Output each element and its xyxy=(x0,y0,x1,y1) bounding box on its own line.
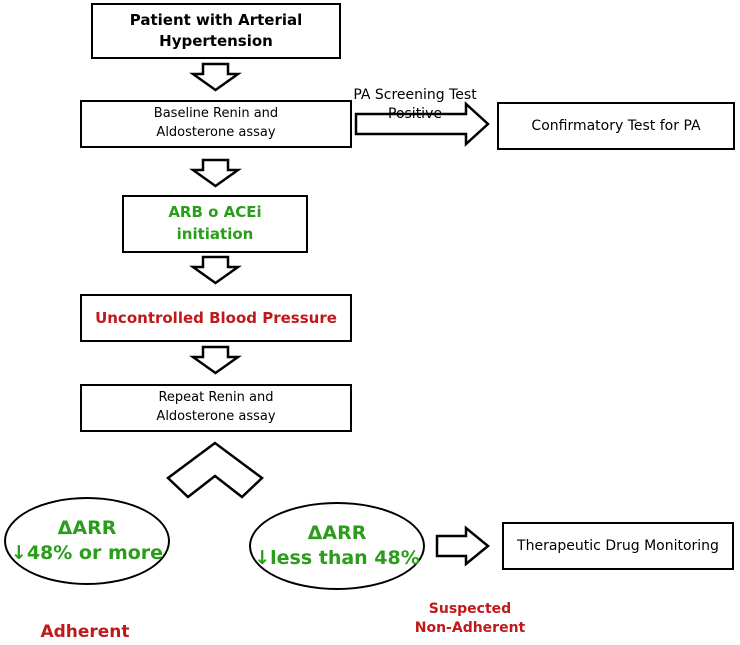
tdm-text: Therapeutic Drug Monitoring xyxy=(517,538,719,554)
pa-screening-label: PA Screening Test Positive xyxy=(340,66,490,125)
pa-screening-text: PA Screening Test Positive xyxy=(353,86,477,123)
uncontrolled-bp-box: Uncontrolled Blood Pressure xyxy=(80,294,352,342)
right-arrow-tdm xyxy=(435,525,490,567)
connector-arrows xyxy=(166,62,490,567)
down-arrow-2 xyxy=(189,158,242,188)
right-arrow-confirmatory xyxy=(354,101,490,147)
baseline-assay-text: Baseline Renin and Aldosterone assay xyxy=(153,106,279,140)
arb-acei-box: ARB o ACEi initiation xyxy=(122,195,308,253)
uncontrolled-bp-text: Uncontrolled Blood Pressure xyxy=(95,309,337,327)
down-arrow-1 xyxy=(189,62,242,92)
confirmatory-test-box: Confirmatory Test for PA xyxy=(497,102,735,150)
tdm-box: Therapeutic Drug Monitoring xyxy=(502,522,734,570)
repeat-assay-box: Repeat Renin and Aldosterone assay xyxy=(80,384,352,432)
confirmatory-test-text: Confirmatory Test for PA xyxy=(531,118,701,134)
down-arrow-3 xyxy=(189,255,242,285)
patient-box-text: Patient with Arterial Hypertension xyxy=(129,11,303,50)
repeat-assay-text: Repeat Renin and Aldosterone assay xyxy=(156,390,276,424)
adherent-label: Adherent xyxy=(20,597,150,645)
split-arrow xyxy=(166,441,264,499)
arr-nonadherent-text: ΔARR ↓less than 48% xyxy=(254,522,420,569)
suspected-text: Suspected Non-Adherent xyxy=(414,600,526,636)
patient-box: Patient with Arterial Hypertension xyxy=(91,3,341,59)
arr-nonadherent-ellipse: ΔARR ↓less than 48% xyxy=(249,502,425,590)
suspected-label: Suspected Non-Adherent xyxy=(395,581,545,638)
down-arrow-4 xyxy=(189,345,242,375)
arr-adherent-text: ΔARR ↓48% or more xyxy=(10,517,164,564)
arr-adherent-ellipse: ΔARR ↓48% or more xyxy=(4,497,170,585)
adherent-text: Adherent xyxy=(40,621,130,642)
baseline-assay-box: Baseline Renin and Aldosterone assay xyxy=(80,100,352,148)
arb-acei-text: ARB o ACEi initiation xyxy=(168,203,262,243)
